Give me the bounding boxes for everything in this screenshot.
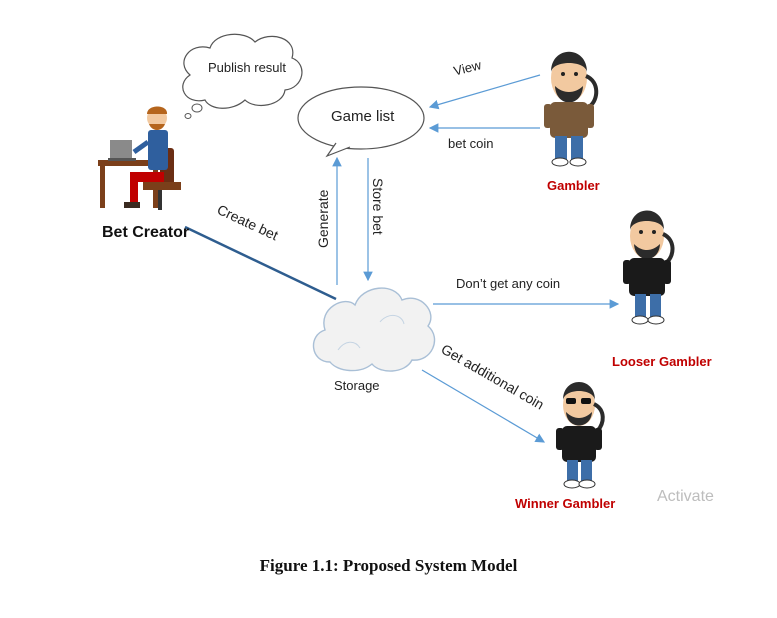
- arrows: [332, 74, 620, 443]
- thought-cloud-icon: [182, 33, 303, 119]
- winner-gambler-label: Winner Gambler: [515, 496, 616, 511]
- gambler-figure-icon: [623, 210, 675, 325]
- game-list-label: Game list: [331, 108, 395, 125]
- bet-coin-label: bet coin: [448, 136, 494, 151]
- get-additional-coin-label: Get additional coin: [439, 341, 547, 413]
- gambler-figure-icon: [544, 51, 599, 167]
- bet-creator-figure-icon: [98, 106, 181, 210]
- looser-gambler-label: Looser Gambler: [612, 354, 712, 369]
- gambler-label: Gambler: [547, 178, 600, 193]
- storage-label: Storage: [334, 378, 380, 393]
- view-arrow: [428, 74, 541, 110]
- bet-creator-label: Bet Creator: [102, 224, 190, 241]
- speech-bubble-icon: [297, 86, 425, 158]
- dont-get-coin-label: Don’t get any coin: [456, 276, 561, 291]
- create-bet-line: [184, 225, 337, 301]
- store-bet-label: Store bet: [370, 178, 386, 235]
- generate-label: Generate: [315, 189, 331, 248]
- figure-caption: Figure 1.1: Proposed System Model: [259, 556, 518, 575]
- storage-cloud-icon: [312, 287, 436, 372]
- create-bet-label: Create bet: [215, 201, 281, 243]
- gambler-figure-icon: [556, 382, 605, 489]
- publish-result-label: Publish result: [208, 60, 287, 75]
- activate-watermark: Activate: [657, 488, 714, 505]
- get-additional-coin-arrow: [421, 369, 546, 443]
